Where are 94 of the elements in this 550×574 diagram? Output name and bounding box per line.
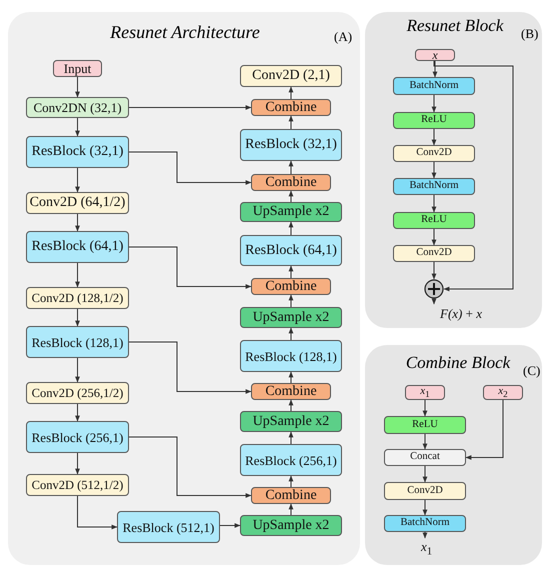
arrow: [288, 294, 294, 308]
arrow: [288, 431, 294, 444]
arrow: [288, 115, 294, 130]
panel-background: [8, 12, 360, 565]
arrow: [75, 404, 80, 422]
panel-letter: (C): [523, 363, 540, 379]
arrow: [288, 399, 294, 412]
arrow: [75, 168, 80, 193]
arrow: [75, 452, 80, 475]
arrow: [422, 466, 428, 483]
panel-title: Resunet Block: [406, 16, 504, 36]
panel-background: [365, 12, 542, 328]
process-box: BatchNorm: [393, 178, 475, 195]
process-box: ResBlock (512,1): [117, 511, 220, 543]
process-box: ResBlock (32,1): [240, 129, 342, 161]
process-box: Input: [53, 60, 102, 77]
panel-title: Resunet Architecture: [110, 22, 260, 44]
process-box: ResBlock (32,1): [26, 136, 129, 168]
process-box: BatchNorm: [384, 515, 466, 532]
process-box: ReLU: [393, 212, 475, 229]
arrow: [288, 503, 294, 516]
process-box: Conv2D: [393, 245, 475, 262]
arrow: [432, 298, 436, 305]
arrow: [77, 496, 118, 530]
arrow: [288, 327, 294, 340]
arrow: [432, 162, 436, 179]
process-box: BatchNorm: [393, 77, 475, 95]
process-box: x: [415, 49, 455, 61]
arrow: [288, 160, 294, 174]
arrow: [75, 262, 80, 288]
process-box: ReLU: [384, 416, 466, 434]
arrow: [288, 371, 294, 384]
arrow: [288, 190, 294, 202]
arrow: [128, 342, 252, 394]
arrow: [432, 128, 436, 146]
arrow: [432, 194, 436, 213]
arrow: [288, 265, 294, 278]
arrow: [128, 246, 252, 289]
arrow: [422, 500, 428, 516]
output-label: F(x) + x: [440, 306, 482, 322]
arrow: [422, 400, 428, 417]
process-box: ResBlock (64,1): [240, 235, 342, 266]
process-box: Conv2D: [384, 482, 466, 500]
arrow: [128, 152, 252, 185]
panel-background: [365, 345, 542, 565]
arrow: [75, 308, 80, 327]
arrow: [220, 523, 241, 528]
process-box: Conv2D (256,1/2): [26, 382, 129, 404]
arrow: [288, 475, 294, 488]
process-box: x$_{2}$: [483, 385, 523, 400]
sum-circle: [424, 279, 444, 299]
process-box: Concat: [384, 449, 466, 466]
process-box: Conv2D (64,1/2): [26, 192, 129, 214]
process-box: Combine: [251, 99, 331, 116]
process-box: ResBlock (256,1): [240, 444, 342, 476]
arrow: [75, 76, 80, 98]
process-box: ResBlock (64,1): [26, 231, 129, 263]
output-label: x$_{1}$: [421, 538, 432, 558]
arrow: [422, 434, 428, 450]
process-box: UpSample x2: [240, 411, 342, 432]
process-box: ResBlock (128,1): [240, 340, 342, 372]
arrow: [128, 105, 252, 110]
arrow: [432, 228, 436, 246]
arrow: [288, 221, 294, 236]
process-box: Conv2D (128,1/2): [26, 287, 129, 309]
arrow: [75, 118, 80, 137]
process-box: Conv2D (512,1/2): [26, 474, 129, 496]
panel-title: Combine Block: [406, 352, 510, 373]
arrow: [432, 94, 436, 113]
process-box: ResBlock (128,1): [26, 326, 129, 358]
panel-letter: (B): [521, 26, 538, 42]
process-box: Conv2D: [393, 145, 475, 162]
arrow: [75, 214, 80, 232]
process-box: x$_{1}$: [405, 385, 445, 400]
arrow: [432, 60, 438, 78]
process-box: Combine: [251, 383, 331, 400]
arrow: [432, 262, 436, 280]
arrow: [422, 532, 428, 539]
process-box: UpSample x2: [240, 202, 342, 222]
arrow: [434, 60, 514, 292]
arrow: [288, 86, 294, 100]
process-box: Combine: [251, 174, 331, 191]
arrow: [128, 436, 252, 498]
process-box: ReLU: [393, 112, 475, 129]
process-box: Combine: [251, 487, 331, 504]
arrow: [465, 400, 504, 460]
process-box: ResBlock (256,1): [26, 421, 129, 453]
panel-letter: (A): [334, 29, 352, 45]
process-box: Conv2D (2,1): [240, 65, 342, 87]
process-box: UpSample x2: [240, 307, 342, 328]
process-box: Conv2DN (32,1): [26, 97, 129, 118]
arrow: [75, 358, 80, 383]
process-box: UpSample x2: [240, 515, 342, 536]
process-box: Combine: [251, 278, 331, 295]
